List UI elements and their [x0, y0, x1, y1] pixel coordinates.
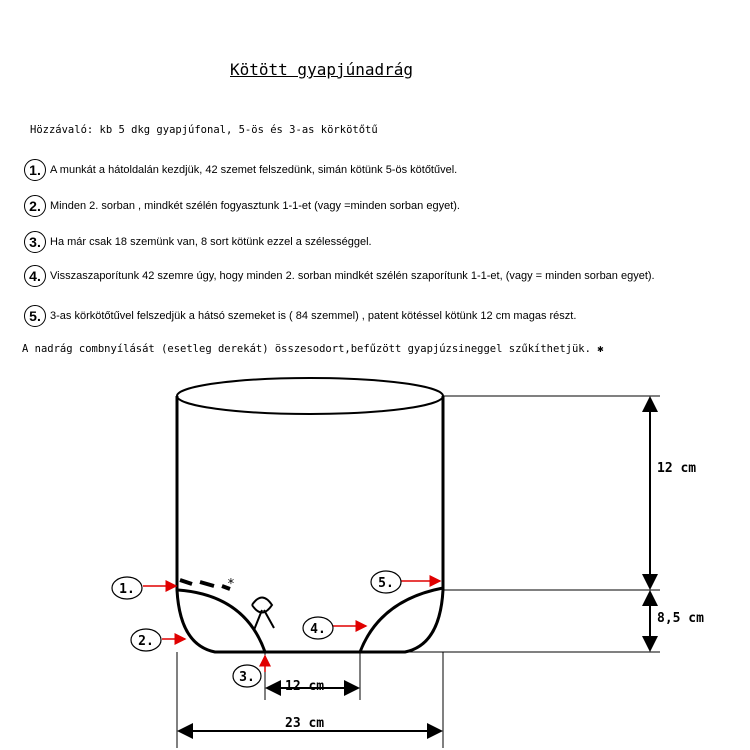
step-number: 3.: [24, 231, 46, 253]
marker-circles: [111, 570, 402, 688]
materials-text: Hözzávaló: kb 5 dkg gyapjúfonal, 5-ös és…: [30, 124, 378, 136]
marker-2: 2.: [138, 634, 154, 649]
drawstring-marks: [179, 578, 231, 591]
step-1: 1. A munkát a hátoldalán kezdjük, 42 szem…: [24, 159, 457, 181]
step-number: 5.: [24, 305, 46, 327]
left-leg-opening: [177, 588, 267, 653]
height-bottom-label: 8,5 cm: [657, 611, 704, 626]
step-number: 4.: [24, 265, 46, 287]
step-text: Ha már csak 18 szemünk van, 8 sort kötün…: [50, 236, 372, 248]
height-top-label: 12 cm: [657, 461, 696, 476]
step-number: 1.: [24, 159, 46, 181]
crotch-width-label: 12 cm: [285, 679, 324, 694]
marker-3: 3.: [239, 670, 255, 685]
note-text: A nadrág combnyílását (esetleg derekát) …: [22, 343, 604, 355]
dimension-lines: [176, 395, 660, 748]
marker-4: 4.: [310, 622, 326, 637]
asterisk-mark: *: [227, 577, 235, 592]
step-3: 3. Ha már csak 18 szemünk van, 8 sort köt…: [24, 231, 372, 253]
marker-1: 1.: [119, 582, 135, 597]
step-number: 2.: [24, 195, 46, 217]
step-4: 4. Visszaszaporítunk 42 szemre úgy, hogy …: [24, 265, 655, 287]
pants-outline: [175, 377, 445, 654]
marker-5: 5.: [378, 576, 394, 591]
step-text: 3-as körkötőtűvel felszedjük a hátsó sze…: [50, 310, 577, 322]
step-text: Minden 2. sorban , mindkét szélén fogyas…: [50, 200, 460, 212]
right-leg-opening: [358, 586, 444, 653]
step-text: Visszaszaporítunk 42 szemre úgy, hogy mi…: [50, 270, 655, 282]
marker-arrows: [143, 575, 442, 672]
page-title: Kötött gyapjúnadrág: [230, 60, 414, 79]
step-text: A munkát a hátoldalán kezdjük, 42 szemet…: [50, 164, 458, 176]
step-2: 2. Minden 2. sorban , mindkét szélén fogy…: [24, 195, 460, 217]
total-width-label: 23 cm: [285, 716, 324, 731]
bow-icon: [251, 596, 275, 631]
step-5: 5. 3-as körkötőtűvel felszedjük a hátsó s…: [24, 305, 576, 327]
